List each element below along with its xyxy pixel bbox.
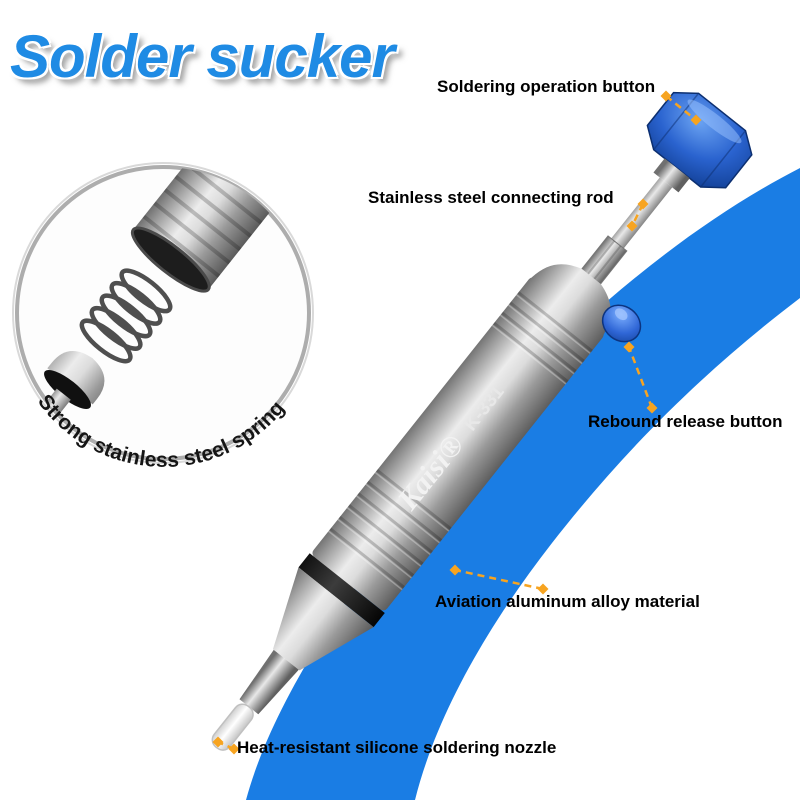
nozzle [239,649,299,715]
release-button [601,304,642,343]
leader-line-body-material [449,564,549,595]
leader-line-release-button [623,341,658,414]
leader-line-operation-button [660,90,702,126]
body-grooves-lower [328,468,452,591]
body-grooves-upper [491,291,593,385]
hex-facet-lines [586,240,622,282]
inset-barrel-grooves [142,167,263,278]
page-title: Solder sucker [10,23,395,90]
body-shoulder [531,264,611,335]
leader-line-connecting-rod [626,198,649,232]
inset-plunger-dome [47,351,105,405]
inset-outer-ring [12,162,314,464]
blue-swoosh [246,168,800,800]
knob-collar [653,158,690,193]
callout-rebound-release-button: Rebound release button [588,412,783,431]
tool-body [312,277,604,611]
callout-soldering-operation-button: Soldering operation button [437,77,656,96]
callout-aluminum-material: Aviation aluminum alloy material [435,592,700,611]
nozzle-cone [272,567,374,671]
inset-spring [79,268,173,364]
callout-silicone-nozzle: Heat-resistant silicone soldering nozzle [237,738,557,757]
black-ring [298,553,385,628]
inset-barrel-open-end [130,226,211,293]
callout-connecting-rod: Stainless steel connecting rod [368,188,614,207]
inset-plunger-tip [26,425,41,440]
inset-barrel [133,167,309,290]
inset-plunger-oring [44,369,91,410]
leader-line-nozzle [212,736,240,755]
release-button-highlight [614,308,628,321]
